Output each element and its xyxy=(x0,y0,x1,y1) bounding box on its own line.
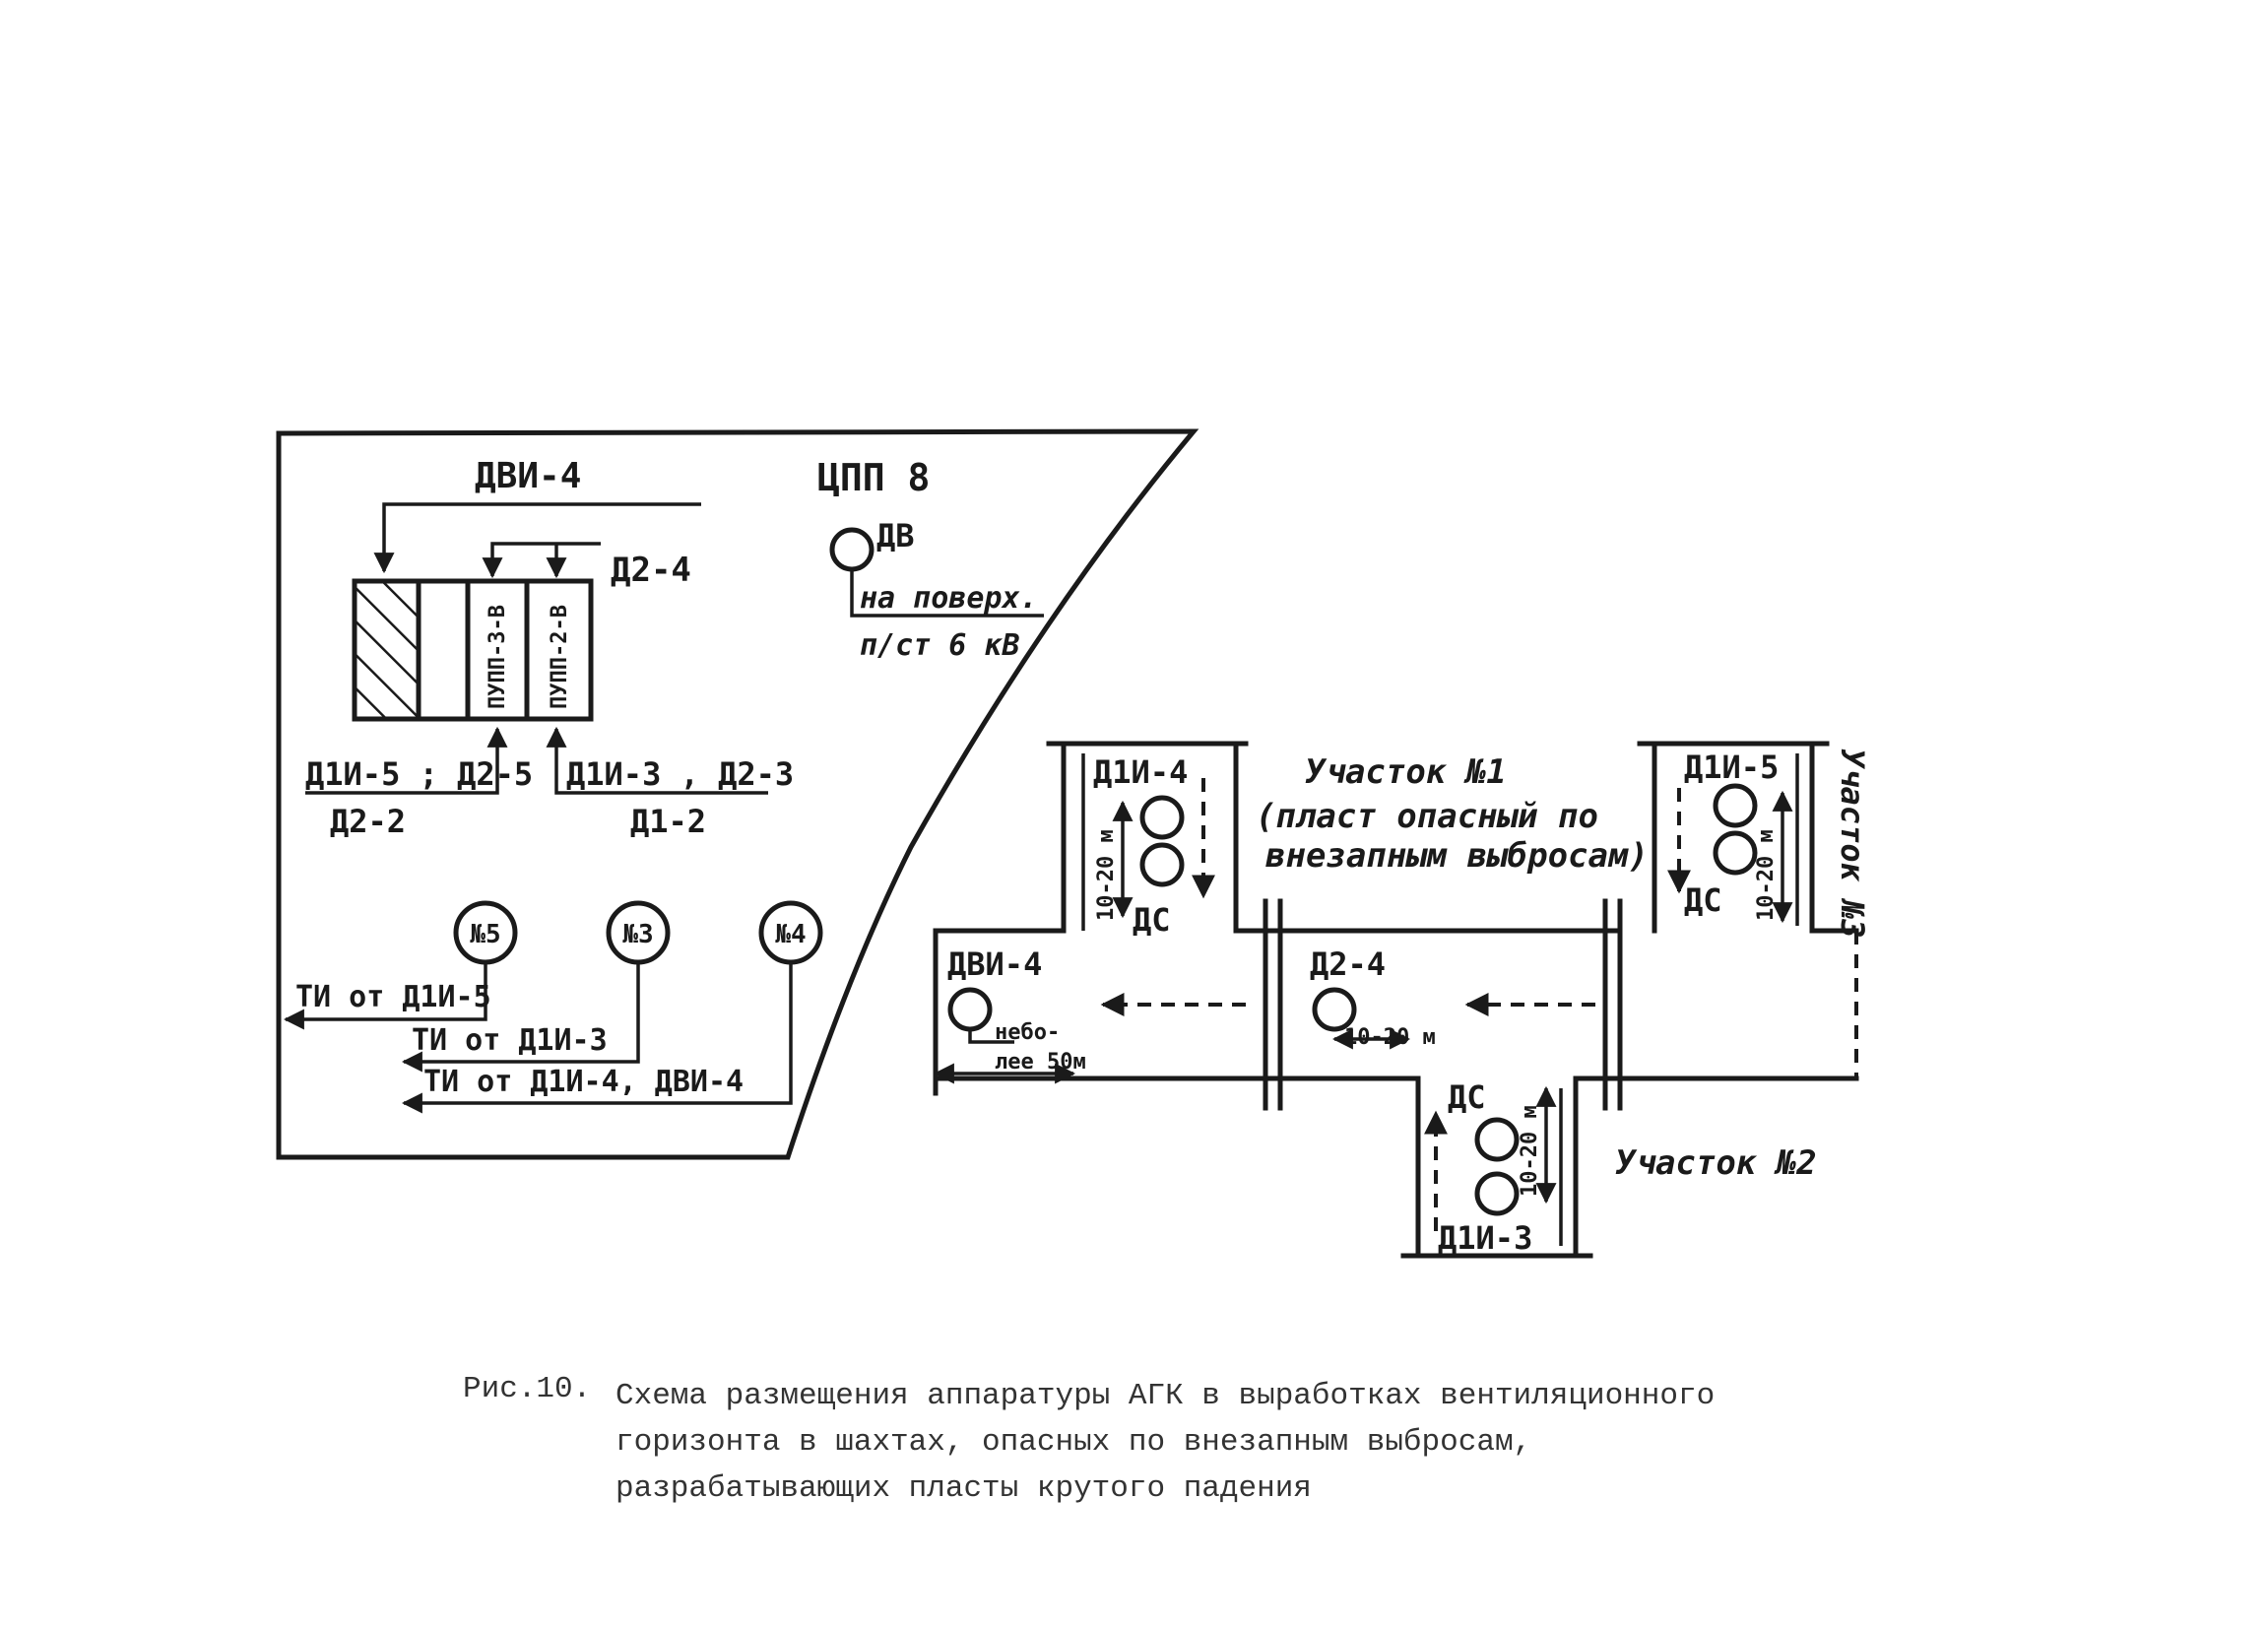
left-inputs-label-2: Д2-2 xyxy=(330,803,406,840)
cabinet-block: ПУПП-3-В ПУПП-2-В xyxy=(352,578,594,722)
mine-workings: Д1И-4 ДС 10-20 м Д1И-5 ДС 10-20 м ДС Д1И… xyxy=(933,741,1871,1259)
drift-bottom-wall-right xyxy=(1573,1075,1859,1259)
control-room-outline xyxy=(276,428,1199,1160)
cabinet-pupp3-label: ПУПП-3-В xyxy=(486,605,510,709)
figure-caption: Рис.10. Схема размещения аппаратуры АГК … xyxy=(463,1372,1715,1506)
ti-line-3 xyxy=(401,962,640,1073)
section-1-note-1: (пласт опасный по xyxy=(1256,797,1598,836)
caption-line-3: разрабатывающих пласты крутого падения xyxy=(616,1471,1312,1506)
dist-label-left: 10-20 м xyxy=(1094,829,1119,921)
indicator-5: №5 xyxy=(453,900,518,965)
left-input-line xyxy=(305,726,508,795)
section-1-note-2: внезапным выбросам) xyxy=(1265,836,1649,876)
d24-feed-label: Д2-4 xyxy=(611,551,691,590)
section-3-title: Участок №3 xyxy=(1834,749,1871,939)
cabinet-pupp2-label: ПУПП-2-В xyxy=(548,605,572,709)
hatched-cell xyxy=(352,578,421,722)
dv-note-2: п/ст 6 кВ xyxy=(860,628,1020,663)
cpp-title: ЦПП 8 xyxy=(817,456,930,499)
dv-lead-line xyxy=(850,569,1044,618)
d1i4-sensor-1 xyxy=(1139,795,1185,840)
dist-label-right: 10-20 м xyxy=(1754,829,1779,921)
indicator-5-label: №5 xyxy=(470,920,500,949)
d1i5-sensor-2 xyxy=(1713,830,1758,876)
d24-drift-sensor xyxy=(1312,987,1357,1032)
dvi4-feed-label: ДВИ-4 xyxy=(475,456,581,496)
dvi4-lead-line xyxy=(968,1029,1014,1044)
caption-line-1: Схема размещения аппаратуры АГК в вырабо… xyxy=(616,1379,1715,1413)
left-inputs-label: Д1И-5 ; Д2-5 xyxy=(305,755,533,793)
ti-line-5 xyxy=(283,962,487,1030)
dvi4-drift-sensor xyxy=(947,987,993,1032)
ti-label-3: ТИ от Д1И-3 xyxy=(412,1023,608,1058)
empty-cell xyxy=(416,578,471,722)
d1i4-label: Д1И-4 xyxy=(1093,753,1188,791)
ds-label-left: ДС xyxy=(1133,901,1171,939)
ti-line-4 xyxy=(401,962,793,1114)
dist-label-bottom: 10-20 м xyxy=(1518,1105,1542,1197)
right-inputs-label-2: Д1-2 xyxy=(630,803,706,840)
control-room-panel: ЦПП 8 ДВИ-4 Д2-4 ПУПП-3-В ПУПП-2-В Д1И-5… xyxy=(276,428,1199,1160)
dvi4-drift-label: ДВИ-4 xyxy=(947,945,1042,983)
right-inputs-label: Д1И-3 , Д2-3 xyxy=(566,755,794,793)
d1i3-label: Д1И-3 xyxy=(1438,1219,1532,1257)
d24-feed-line xyxy=(482,542,601,579)
d24-dist-label: 10-20 м xyxy=(1344,1025,1436,1050)
d1i5-label: Д1И-5 xyxy=(1684,749,1779,786)
section-2-title: Участок №2 xyxy=(1615,1143,1817,1183)
nebol-2: лее 50м xyxy=(995,1050,1086,1075)
ti-label-5: ТИ от Д1И-5 xyxy=(295,980,491,1014)
d1i4-sensor-2 xyxy=(1139,842,1185,887)
d1i5-sensor-1 xyxy=(1713,783,1758,828)
ti-label-4: ТИ от Д1И-4, ДВИ-4 xyxy=(423,1065,744,1099)
partition-right xyxy=(1602,898,1623,1111)
dv-sensor-circle xyxy=(829,527,875,572)
nebol-1: небо- xyxy=(995,1020,1060,1045)
caption-label: Рис.10. xyxy=(463,1372,591,1406)
d1i3-sensor-1 xyxy=(1474,1117,1520,1162)
d1i3-sensor-2 xyxy=(1474,1171,1520,1216)
drift-top-wall-mid xyxy=(1233,741,1618,934)
indicator-4: №4 xyxy=(758,900,823,965)
d24-drift-label: Д2-4 xyxy=(1310,945,1386,983)
dv-label: ДВ xyxy=(876,517,915,554)
dv-note-1: на поверх. xyxy=(860,581,1038,616)
drift-top-wall-left xyxy=(933,741,1067,934)
dvi4-feed-line xyxy=(373,502,701,574)
right-input-line xyxy=(546,726,768,795)
ds-label-right: ДС xyxy=(1684,881,1722,919)
partition-left xyxy=(1263,898,1283,1111)
drift-bottom-wall-left xyxy=(933,1075,1421,1259)
drift-top-wall-end xyxy=(1809,741,1859,934)
ds-label-bottom: ДС xyxy=(1448,1078,1486,1116)
indicator-3: №3 xyxy=(606,900,671,965)
cabinet-pupp2 xyxy=(524,578,594,722)
caption-line-2: горизонта в шахтах, опасных по внезапным… xyxy=(616,1425,1531,1460)
indicator-3-label: №3 xyxy=(622,920,653,949)
section-1-title: Участок №1 xyxy=(1305,752,1507,792)
indicator-4-label: №4 xyxy=(775,920,806,949)
